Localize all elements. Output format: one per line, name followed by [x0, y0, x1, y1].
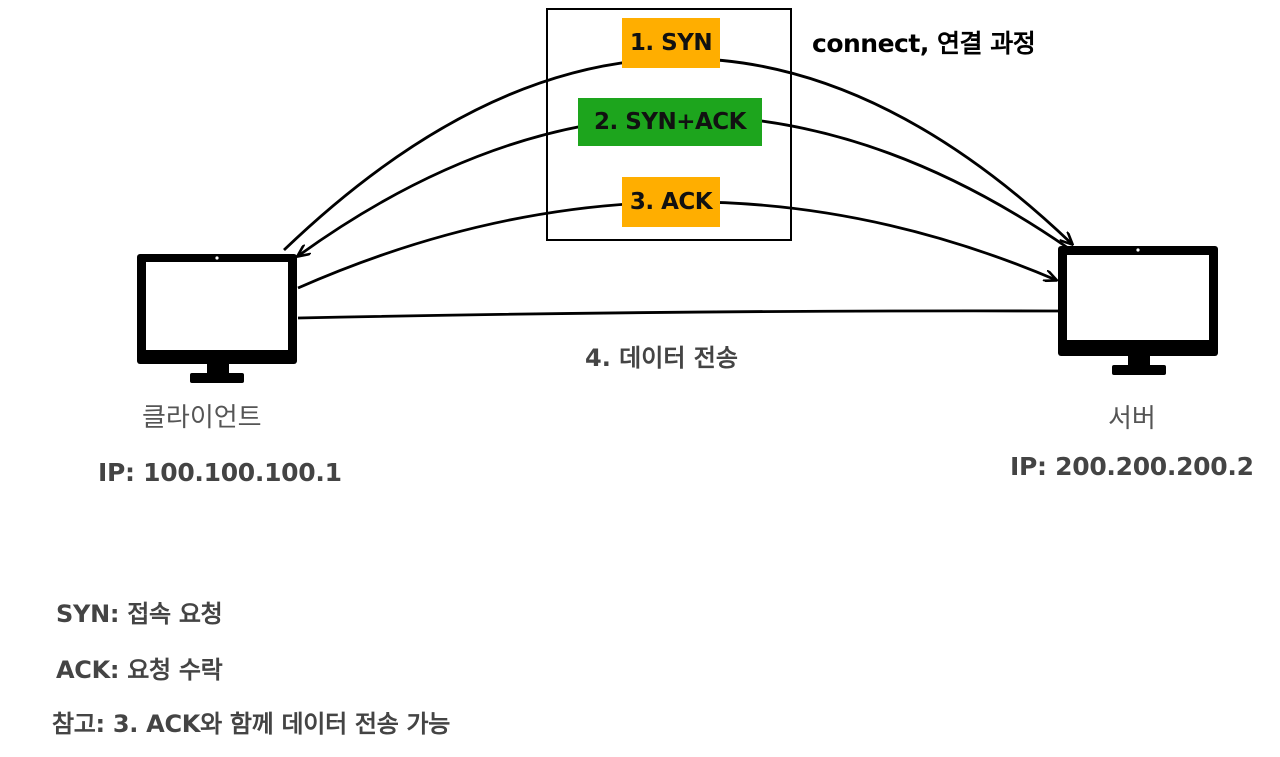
- client-monitor-icon: [137, 254, 297, 383]
- server-ip-label: IP: 200.200.200.2: [1010, 452, 1254, 481]
- handshake-steps-box: [546, 8, 792, 241]
- data-transfer-label: 4. 데이터 전송: [585, 344, 738, 372]
- server-label: 서버: [1108, 404, 1156, 434]
- note-ack-definition: ACK: 요청 수락: [56, 656, 223, 684]
- server-monitor-icon: [1058, 246, 1218, 375]
- client-ip-label: IP: 100.100.100.1: [98, 458, 342, 487]
- client-label: 클라이언트: [142, 403, 262, 433]
- step-ack-label: 3. ACK: [622, 177, 720, 227]
- note-syn-definition: SYN: 접속 요청: [56, 600, 223, 628]
- connect-caption: connect, 연결 과정: [812, 29, 1036, 58]
- step-syn-ack-label: 2. SYN+ACK: [578, 98, 762, 146]
- step-syn-label: 1. SYN: [622, 18, 720, 68]
- data-transfer-line: [297, 309, 1059, 320]
- note-reference: 참고: 3. ACK와 함께 데이터 전송 가능: [52, 710, 451, 738]
